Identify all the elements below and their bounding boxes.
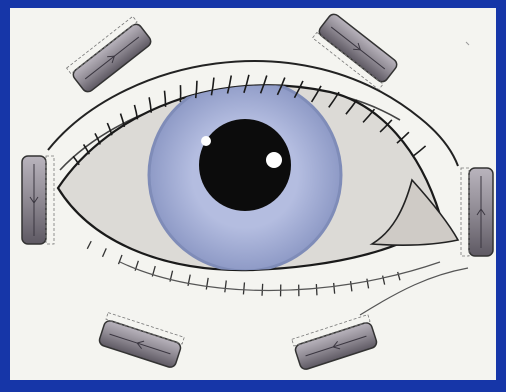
eyelash — [196, 81, 197, 98]
eyelash — [398, 272, 400, 280]
magnet-bottom-left — [98, 313, 184, 369]
eyelash — [334, 283, 335, 294]
eyelash — [206, 278, 208, 290]
eyelash — [225, 280, 226, 292]
eyelash — [351, 281, 352, 291]
eyelash — [367, 279, 369, 289]
stray-mark — [466, 42, 469, 45]
magnet-top-right — [313, 12, 400, 90]
magnet-bottom-right — [292, 315, 378, 371]
eyelash — [316, 284, 317, 295]
eyelash — [262, 284, 263, 296]
eyelash — [414, 146, 426, 156]
eyelash — [87, 241, 91, 249]
cheek-line — [360, 268, 468, 315]
magnet-top-left — [67, 16, 154, 94]
eyelash — [243, 282, 244, 294]
magnet-right — [461, 168, 493, 256]
eyelash — [103, 248, 107, 256]
eyelash — [383, 276, 385, 285]
magnet-left — [22, 156, 54, 244]
pupil-highlight-small — [201, 136, 211, 146]
pupil-highlight-large — [266, 152, 282, 168]
